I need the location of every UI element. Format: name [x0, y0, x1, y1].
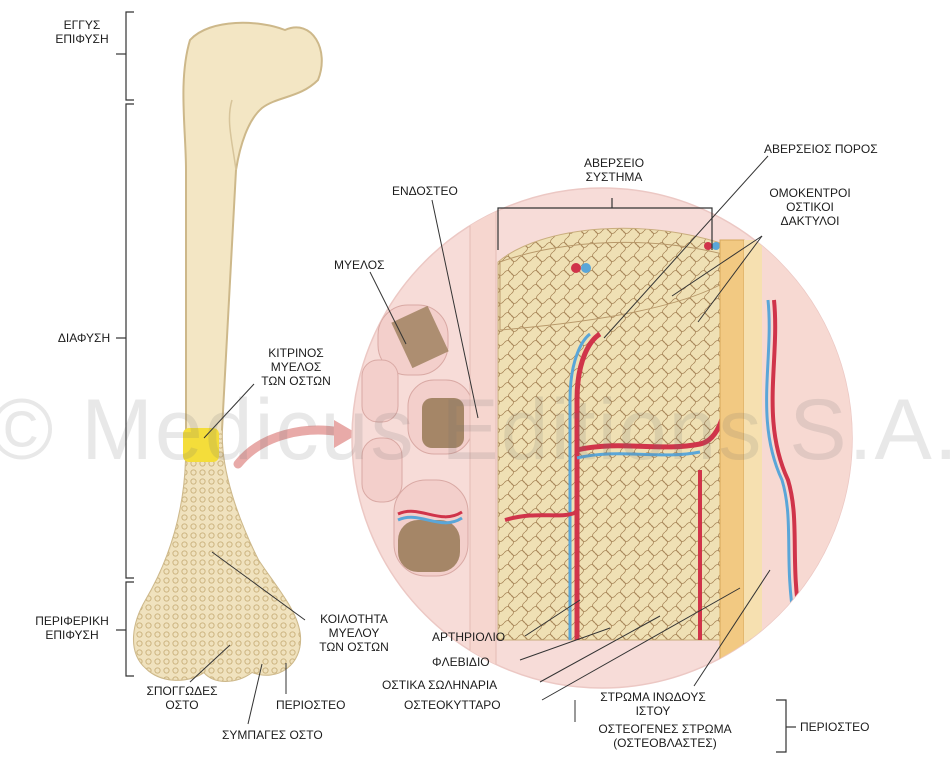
label-osteogenic-layer: ΟΣΤΕΟΓΕΝΕΣ ΣΤΡΩΜΑ (ΟΣΤΕΟΒΛΑΣΤΕΣ) — [582, 722, 748, 750]
label-diaphysis: ΔΙΑΦΥΣΗ — [52, 331, 116, 345]
label-yellow-marrow: ΚΙΤΡΙΝΟΣ ΜΥΕΛΟΣ ΤΩΝ ΟΣΤΩΝ — [248, 346, 344, 388]
label-lamellae: ΟΜΟΚΕΝΤΡΟΙ ΟΣΤΙΚΟΙ ΔΑΚΤΥΛΟΙ — [758, 186, 862, 228]
label-fibrous-layer: ΣΤΡΩΜΑ ΙΝΩΔΟΥΣ ΙΣΤΟΥ — [592, 690, 714, 718]
label-venule: ΦΛΕΒΙΔΙΟ — [432, 655, 490, 669]
bracket-proximal — [116, 12, 134, 100]
label-periosteum-right: ΠΕΡΙΟΣΤΕΟ — [800, 720, 869, 734]
label-canaliculi: ΟΣΤΙΚΑ ΣΩΛΗΝΑΡΙΑ — [382, 678, 497, 692]
periosteum-bracket — [776, 700, 796, 752]
label-proximal-epiphysis: ΕΓΓΥΣ ΕΠΙΦΥΣΗ — [50, 18, 114, 46]
watermark: © Medicus Editions S.A. — [0, 382, 951, 478]
label-spongy-bone: ΣΠΟΓΓΩΔΕΣ ΟΣΤΟ — [142, 684, 222, 712]
label-periosteum-left: ΠΕΡΙΟΣΤΕΟ — [276, 698, 345, 712]
label-haversian-system: ΑΒΕΡΣΕΙΟ ΣΥΣΤΗΜΑ — [572, 156, 656, 184]
label-haversian-canal: ΑΒΕΡΣΕΙΟΣ ΠΟΡΟΣ — [764, 142, 878, 156]
bracket-distal — [116, 582, 134, 676]
label-osteocyte: ΟΣΤΕΟΚΥΤΤΑΡΟ — [404, 698, 501, 712]
bracket-diaphysis — [116, 104, 134, 578]
label-endosteum: ΕΝΔΟΣΤΕΟ — [392, 184, 458, 198]
label-distal-epiphysis: ΠΕΡΙΦΕΡΙΚΗ ΕΠΙΦΥΣΗ — [30, 614, 114, 642]
label-marrow: ΜΥΕΛΟΣ — [334, 258, 385, 272]
label-marrow-cavity: ΚΟΙΛΟΤΗΤΑ ΜΥΕΛΟΥ ΤΩΝ ΟΣΤΩΝ — [306, 612, 402, 654]
label-arteriole: ΑΡΤΗΡΙΟΛΙΟ — [432, 630, 505, 644]
label-compact-bone: ΣΥΜΠΑΓΕΣ ΟΣΤΟ — [222, 728, 323, 742]
